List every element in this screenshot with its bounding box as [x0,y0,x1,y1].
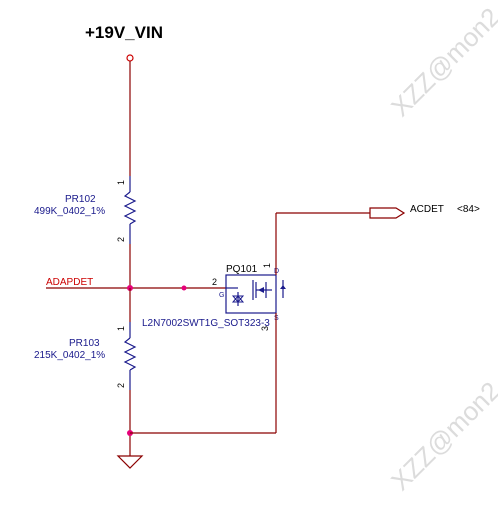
ground-symbol-icon [116,455,144,469]
pq101-arrow-icon [258,287,264,293]
pr103-ref: PR103 [69,338,100,349]
pq101-gate-pin: 2 [212,277,217,287]
acdet-port-icon[interactable] [369,207,406,219]
pr102-value: 499K_0402_1% [34,206,105,217]
junction-gate[interactable] [181,285,187,291]
pq101-body [225,274,277,314]
pq101-zener-icon-2 [231,295,245,303]
watermark-top: XZZ@mon2 [385,2,498,123]
power-rail-terminal[interactable] [126,54,134,62]
acdet-ref: <84> [457,204,480,215]
pr103-value: 215K_0402_1% [34,350,105,361]
pq101-part: L2N7002SWT1G_SOT323-3 [142,318,270,329]
resistor-pr102[interactable]: 1 2 [116,176,137,244]
pq101-source-pin: 3 [260,326,270,331]
pq101-gate-letter: G [219,292,224,299]
pr103-pin1: 1 [116,326,126,331]
pr102-ref: PR102 [65,194,96,205]
watermark-text: XZZ@mon2 [385,376,498,497]
watermark-bottom: XZZ@mon2 [385,376,498,497]
watermark-text: XZZ@mon2 [385,2,498,123]
pr102-pin2: 2 [116,237,126,242]
pq101-ref: PQ101 [226,264,258,275]
pr102-pin1: 1 [116,180,126,185]
power-rail-label: +19V_VIN [85,23,163,42]
acdet-label: ACDET [410,204,444,215]
resistor-pr103[interactable]: 1 2 [116,322,137,390]
pq101-drain-pin: 1 [262,263,272,268]
pr103-body [123,337,137,371]
pr102-body [123,191,137,225]
pr103-pin2: 2 [116,383,126,388]
net-label-adapdet: ADAPDET [46,277,93,288]
